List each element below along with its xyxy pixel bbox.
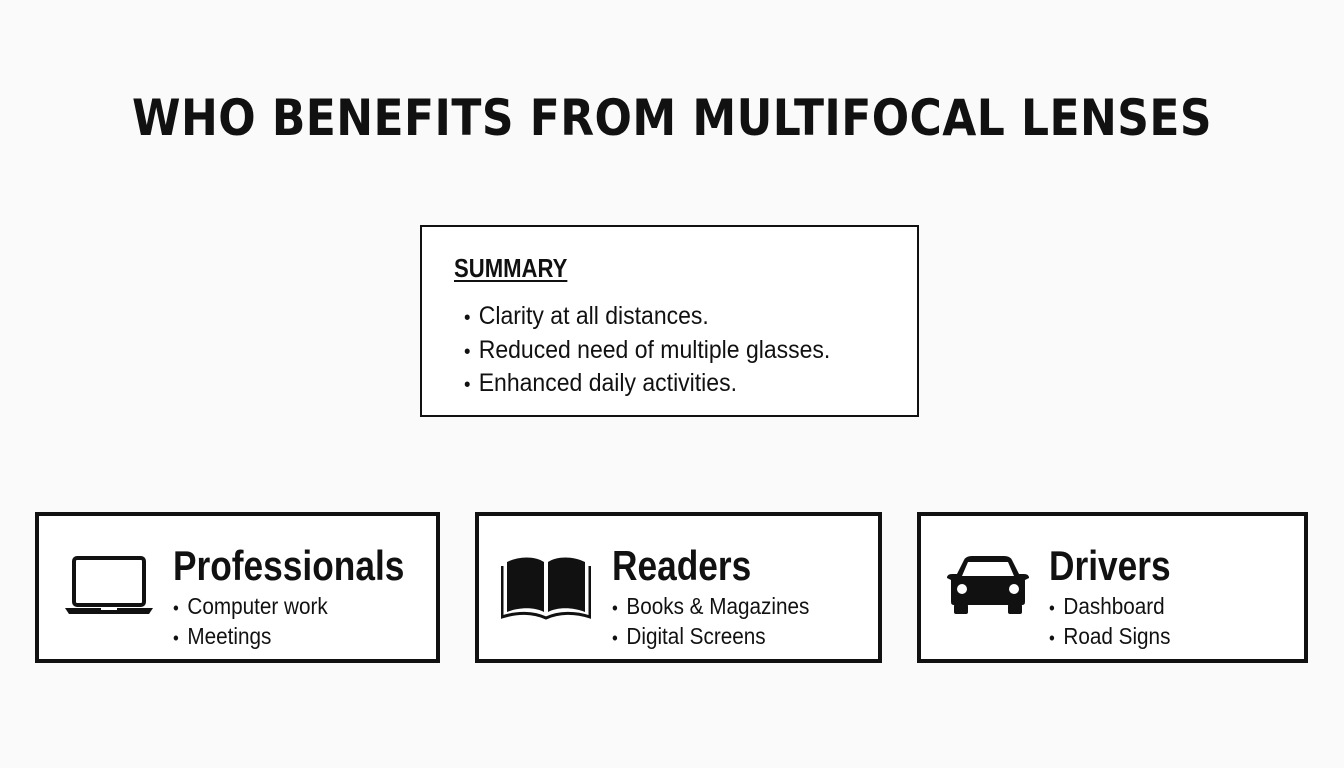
summary-heading: SUMMARY [454,253,568,283]
open-book-icon [501,557,591,620]
card-drivers: Drivers Dashboard Road Signs [917,512,1308,663]
card-list-item: Digital Screens [612,622,809,652]
card-list: Books & Magazines Digital Screens [612,592,809,652]
card-list: Dashboard Road Signs [1049,592,1170,652]
summary-item: Clarity at all distances. [464,301,830,335]
card-title: Drivers [1049,542,1171,589]
card-list-item: Books & Magazines [612,592,809,622]
card-list: Computer work Meetings [173,592,328,652]
page-title: WHO BENEFITS FROM MULTIFOCAL LENSES [131,89,1213,147]
card-title: Readers [612,542,752,589]
summary-list: Clarity at all distances. Reduced need o… [464,301,831,402]
card-list-item: Road Signs [1049,622,1170,652]
car-icon [947,556,1029,614]
laptop-icon [65,556,153,614]
card-readers: Readers Books & Magazines Digital Screen… [475,512,882,663]
summary-box: SUMMARY Clarity at all distances. Reduce… [420,225,919,417]
summary-item: Reduced need of multiple glasses. [464,335,831,369]
summary-item: Enhanced daily activities. [464,368,830,402]
card-list-item: Dashboard [1049,592,1170,622]
card-list-item: Meetings [173,622,328,652]
card-professionals: Professionals Computer work Meetings [35,512,440,663]
card-list-item: Computer work [173,592,327,622]
card-title: Professionals [173,542,405,589]
